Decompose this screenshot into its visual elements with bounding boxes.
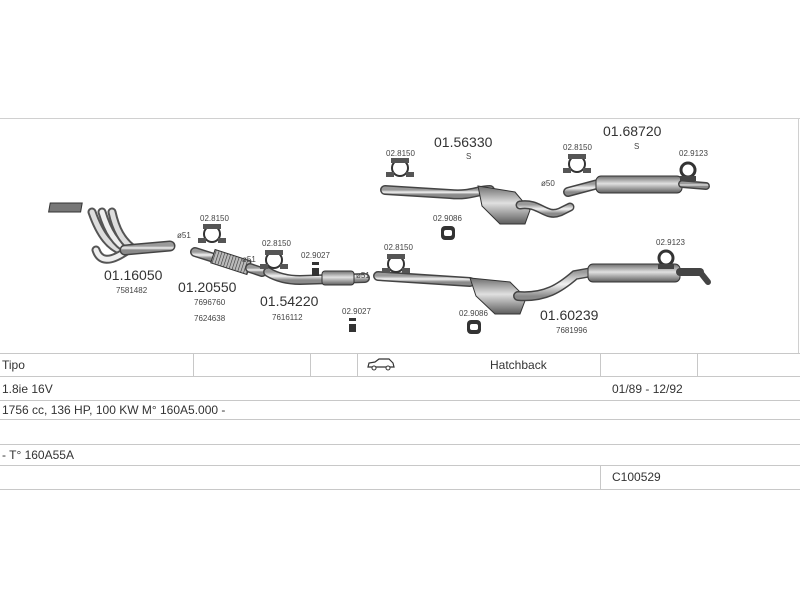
engine-note: - T° 160A55A bbox=[2, 448, 74, 462]
frame-right-line bbox=[798, 118, 799, 354]
part-number-label: 01.16050 bbox=[104, 267, 163, 283]
part-ref-label: 7616112 bbox=[272, 313, 303, 322]
body-type: Hatchback bbox=[490, 358, 547, 372]
info-row-model: Tipo Hatchback bbox=[0, 353, 800, 376]
fitting-code-label: 02.8150 bbox=[386, 149, 415, 158]
exhaust-diagram: 01.16050 7581482 01.20550 7696760 762463… bbox=[48, 123, 711, 335]
clamp-icon bbox=[382, 254, 410, 273]
engine-name: 1.8ie 16V bbox=[2, 382, 53, 396]
rubber-ring-icon bbox=[441, 226, 455, 240]
fitting-code-label: 02.8150 bbox=[563, 143, 592, 152]
cell-divider bbox=[600, 466, 601, 489]
part-number-label: 01.60239 bbox=[540, 307, 599, 323]
part-ref-label: 7581482 bbox=[116, 286, 148, 295]
fitting-code-label: 02.9027 bbox=[301, 251, 330, 260]
clamp-icon bbox=[386, 158, 414, 177]
rubber-ring-icon bbox=[467, 320, 481, 334]
frame-top-line bbox=[0, 118, 800, 119]
fitting-code-label: 02.8150 bbox=[262, 239, 291, 248]
fitting-code-label: 02.9086 bbox=[433, 214, 462, 223]
part-number-label: 01.54220 bbox=[260, 293, 319, 309]
exhaust-manifold bbox=[48, 202, 176, 264]
front-pipe bbox=[263, 267, 370, 286]
part-number-label: 01.20550 bbox=[178, 279, 237, 295]
rear-section-lower bbox=[373, 263, 711, 315]
cell-divider bbox=[310, 354, 311, 376]
vehicle-info-table: Tipo Hatchback 1.8ie 16V 01/89 - 12/92 1… bbox=[0, 353, 800, 490]
cell-divider bbox=[697, 354, 698, 376]
info-row-code: C100529 bbox=[0, 465, 800, 490]
info-row-note: - T° 160A55A bbox=[0, 444, 800, 465]
production-period: 01/89 - 12/92 bbox=[612, 382, 683, 396]
fitting-code-label: 02.9123 bbox=[679, 149, 708, 158]
fitting-code-label: 02.9123 bbox=[656, 238, 685, 247]
diameter-label: ø51 bbox=[356, 271, 370, 280]
diameter-label: ø51 bbox=[242, 255, 256, 264]
part-number-label: 01.68720 bbox=[603, 123, 662, 139]
part-number-label: 01.56330 bbox=[434, 134, 493, 150]
cell-divider bbox=[600, 354, 601, 376]
info-row-spec: 1756 cc, 136 HP, 100 KW M° 160A5.000 - bbox=[0, 400, 800, 419]
info-row-empty bbox=[0, 419, 800, 444]
part-suffix-label: S bbox=[634, 142, 639, 151]
clamp-icon bbox=[563, 154, 591, 173]
diameter-label: ø51 bbox=[177, 231, 191, 240]
cell-divider bbox=[193, 354, 194, 376]
rear-silencer-upper bbox=[563, 175, 710, 197]
info-row-engine: 1.8ie 16V 01/89 - 12/92 bbox=[0, 376, 800, 400]
fitting-code-label: 02.9027 bbox=[342, 307, 371, 316]
model-name: Tipo bbox=[2, 358, 25, 372]
fitting-code-label: 02.8150 bbox=[384, 243, 413, 252]
fitting-code-label: 02.8150 bbox=[200, 214, 229, 223]
clamp-icon bbox=[198, 224, 226, 243]
part-ref-label: 7696760 bbox=[194, 298, 226, 307]
diameter-label: ø50 bbox=[541, 179, 555, 188]
exhaust-mount-icon bbox=[657, 249, 675, 269]
middle-silencer-upper bbox=[380, 185, 575, 225]
clamp-icon bbox=[260, 250, 288, 269]
hanger-icon bbox=[349, 318, 356, 332]
fitting-code-label: 02.9086 bbox=[459, 309, 488, 318]
part-suffix-label: S bbox=[466, 152, 471, 161]
car-side-icon bbox=[366, 357, 396, 374]
engine-spec: 1756 cc, 136 HP, 100 KW M° 160A5.000 - bbox=[2, 403, 226, 417]
part-ref-label: 7681996 bbox=[556, 326, 588, 335]
exhaust-mount-icon bbox=[679, 161, 697, 181]
flex-pipe bbox=[190, 247, 267, 277]
kit-code: C100529 bbox=[612, 470, 661, 484]
hanger-icon bbox=[312, 262, 319, 276]
cell-divider bbox=[357, 354, 358, 376]
part-ref-label: 7624638 bbox=[194, 314, 226, 323]
